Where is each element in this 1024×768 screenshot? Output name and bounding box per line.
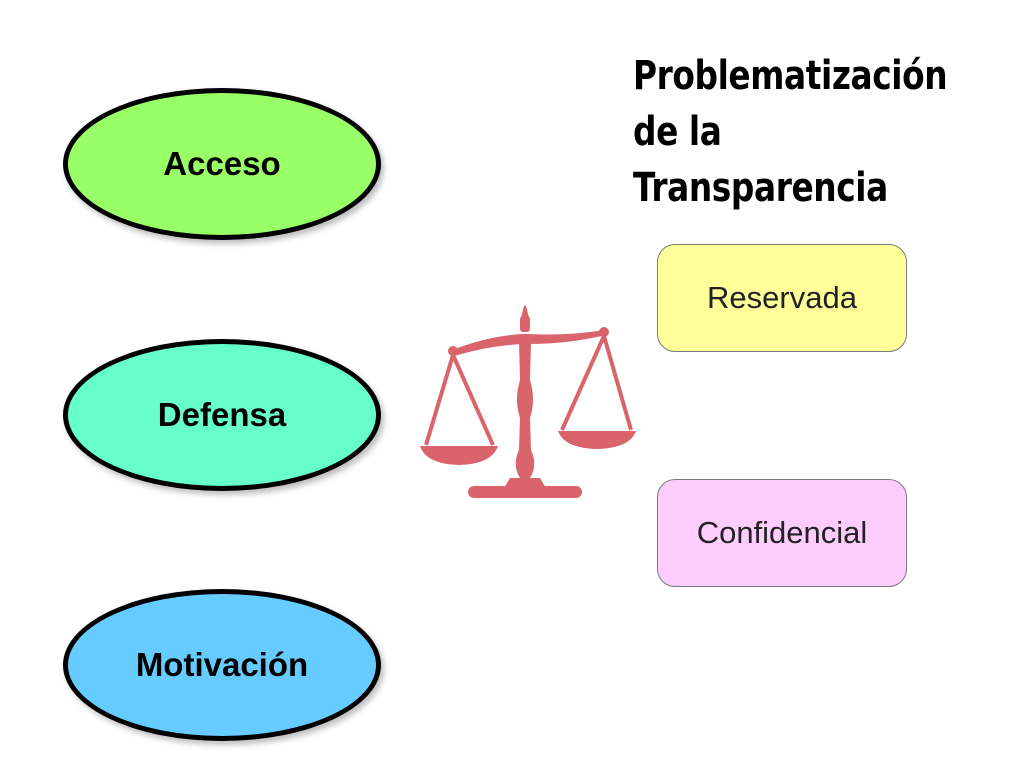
acceso-label: Acceso	[163, 145, 281, 182]
defensa-label: Defensa	[157, 396, 287, 433]
confidencial-label: Confidencial	[696, 515, 868, 550]
scales-of-justice-icon	[420, 305, 636, 498]
reservada-label: Reservada	[707, 280, 857, 315]
motivacion-label: Motivación	[135, 646, 309, 683]
slide-title: Problematización de la Transparencia	[633, 48, 948, 216]
title-line-1: Problematización	[633, 53, 948, 99]
acceso-ellipse: Acceso	[63, 88, 381, 240]
motivacion-ellipse: Motivación	[63, 589, 381, 741]
defensa-ellipse: Defensa	[63, 339, 381, 491]
reservada-box: Reservada	[657, 244, 907, 352]
confidencial-box: Confidencial	[657, 479, 907, 587]
title-line-2: de la	[633, 109, 722, 155]
title-line-3: Transparencia	[633, 165, 888, 211]
